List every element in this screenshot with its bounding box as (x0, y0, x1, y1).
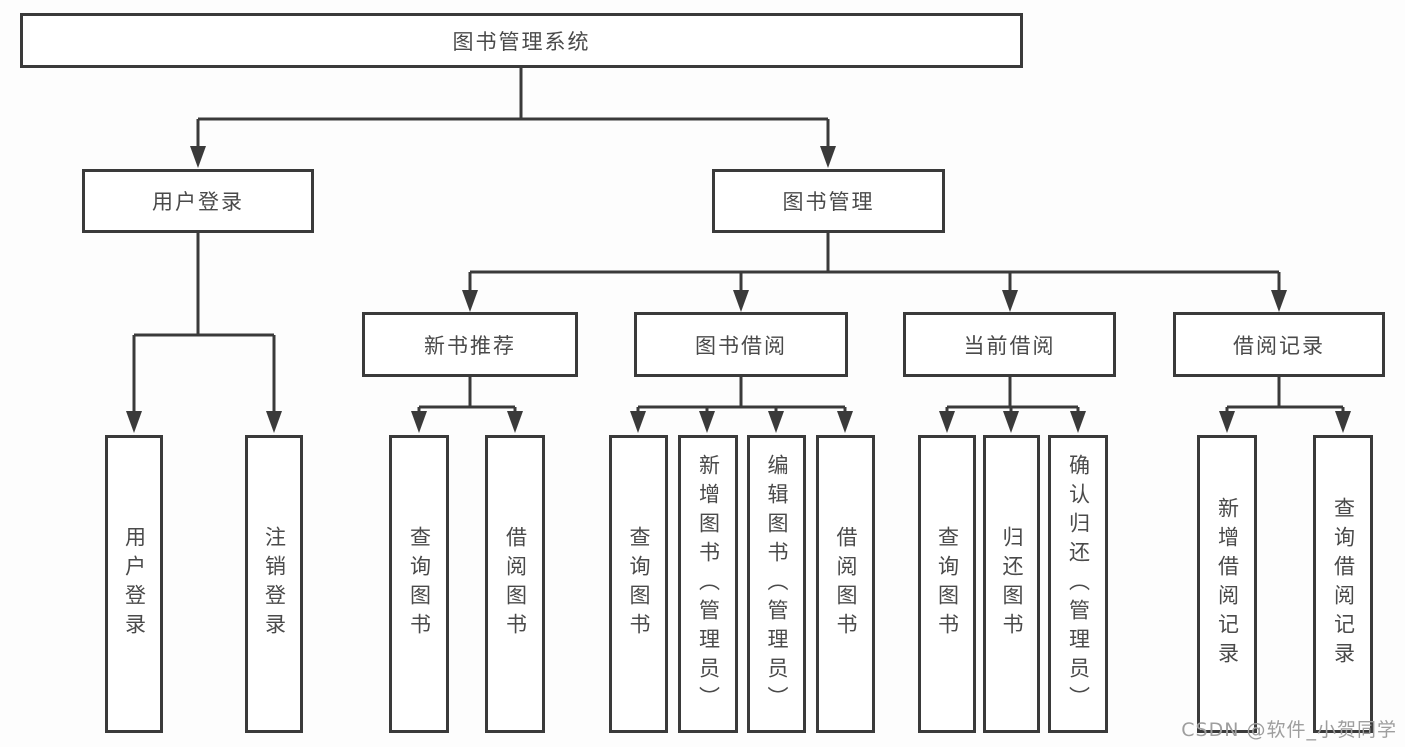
leaf-current-confirm-return-admin: 确认归还（管理员） (1048, 435, 1108, 733)
connector-current-to-children (939, 377, 1086, 433)
node-current-borrow: 当前借阅 (903, 312, 1116, 377)
node-book-management: 图书管理 (712, 169, 945, 233)
connector-root-to-level1 (190, 68, 836, 168)
leaf-records-query-record: 查询借阅记录 (1313, 435, 1373, 733)
leaf-logout: 注销登录 (245, 435, 303, 733)
node-borrow-records: 借阅记录 (1173, 312, 1385, 377)
connector-borrow-to-children (630, 377, 853, 433)
leaf-current-query-books: 查询图书 (918, 435, 976, 733)
leaf-newbook-borrow-books: 借阅图书 (485, 435, 545, 733)
connector-records-to-children (1219, 377, 1351, 433)
leaf-borrow-add-books-admin: 新增图书（管理员） (678, 435, 738, 733)
leaf-newbook-query-books: 查询图书 (389, 435, 449, 733)
node-new-book-recommend: 新书推荐 (362, 312, 578, 377)
leaf-borrow-edit-books-admin: 编辑图书（管理员） (747, 435, 806, 733)
node-root-system: 图书管理系统 (20, 13, 1023, 68)
connector-bookmgmt-to-modules (462, 233, 1287, 312)
connector-login-to-children (126, 233, 282, 433)
leaf-borrow-query-books: 查询图书 (609, 435, 668, 733)
connector-newbook-to-children (411, 377, 523, 433)
leaf-records-add-record: 新增借阅记录 (1197, 435, 1257, 733)
csdn-watermark: CSDN @软件_小贺同学 (1181, 719, 1397, 741)
node-book-borrow: 图书借阅 (634, 312, 848, 377)
leaf-user-login: 用户登录 (105, 435, 163, 733)
leaf-borrow-borrow-books: 借阅图书 (816, 435, 875, 733)
leaf-current-return-books: 归还图书 (983, 435, 1040, 733)
node-user-login: 用户登录 (82, 169, 314, 233)
